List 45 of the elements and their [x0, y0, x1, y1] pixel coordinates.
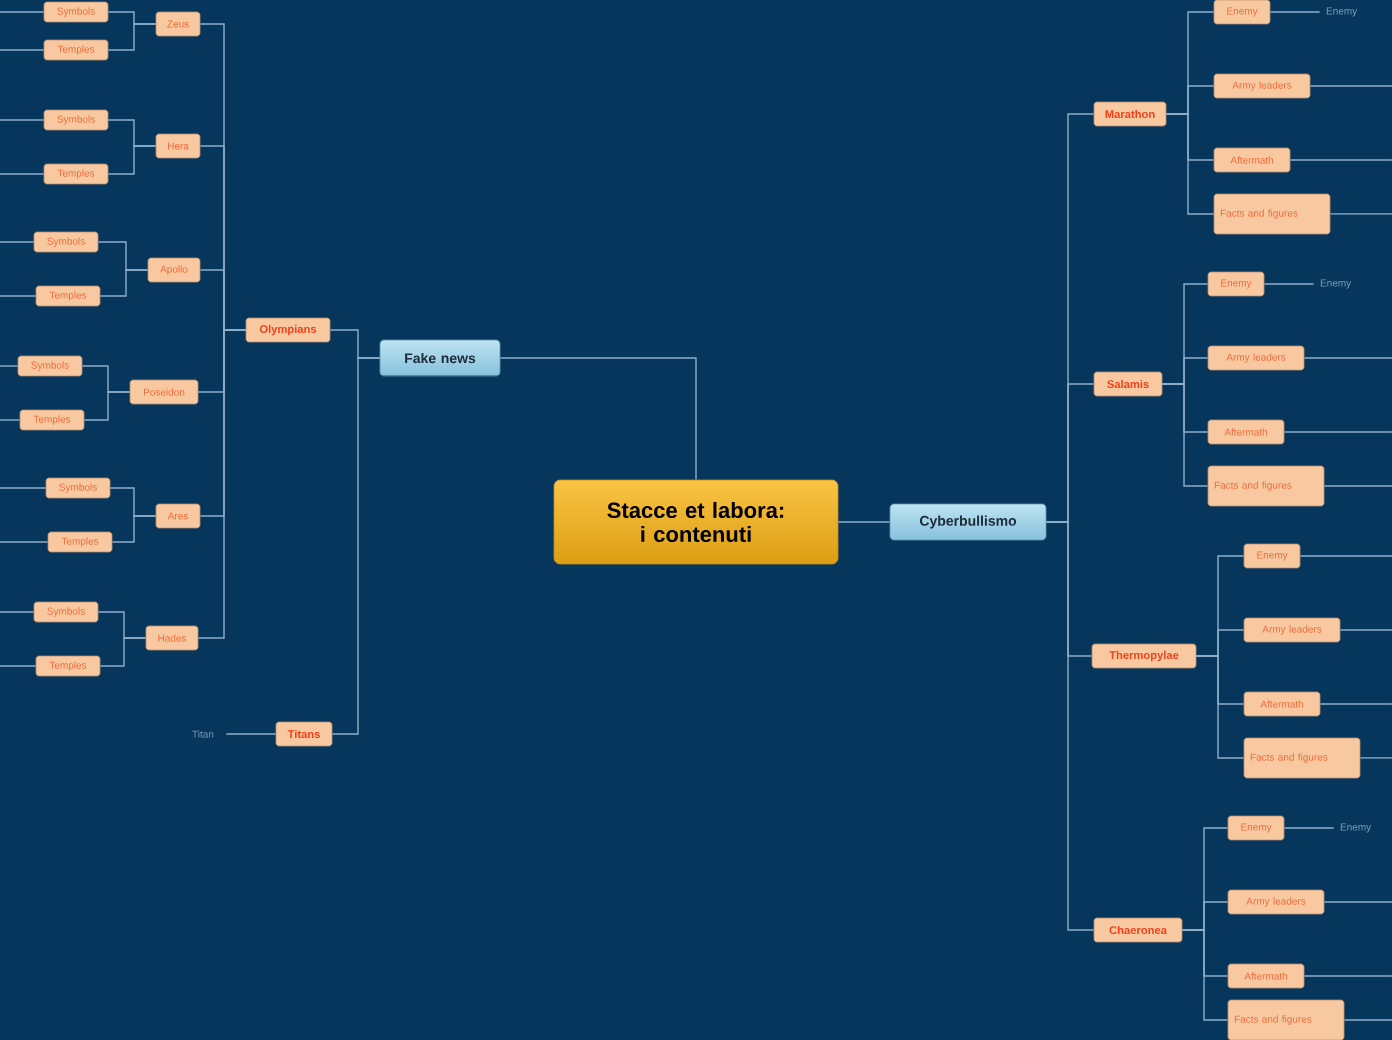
- connector-line: [1195, 655, 1245, 759]
- connector-line: [1343, 1019, 1392, 1021]
- connector-line: [1299, 555, 1392, 557]
- connector-line: [1283, 431, 1392, 433]
- connector-line: [1303, 357, 1392, 359]
- connector-line: [0, 119, 45, 121]
- connector-line: [1323, 901, 1392, 903]
- connector-line: [1339, 629, 1392, 631]
- connector-line: [0, 49, 45, 51]
- connector-line: [331, 357, 381, 735]
- connector-line: [0, 611, 35, 613]
- connector-line: [0, 419, 21, 421]
- connector-line: [1283, 827, 1335, 829]
- connector-line: [1319, 703, 1392, 705]
- connector-line: [0, 487, 47, 489]
- connector-line: [0, 173, 45, 175]
- connector-line: [0, 295, 37, 297]
- connector-line: [1303, 975, 1392, 977]
- connector-line: [1181, 929, 1229, 1021]
- connector-line: [99, 637, 147, 667]
- connector-line: [1323, 485, 1392, 487]
- connector-line: [1309, 85, 1392, 87]
- connector-line: [0, 665, 37, 667]
- connector-line: [1269, 11, 1321, 13]
- connector-line: [107, 23, 157, 51]
- connector-line: [1329, 213, 1392, 215]
- connector-line: [1165, 113, 1215, 215]
- connector-line: [0, 541, 49, 543]
- connector-line: [0, 11, 45, 13]
- connector-line: [99, 269, 149, 297]
- connector-line: [225, 733, 277, 735]
- connector-line: [0, 365, 19, 367]
- connector-line: [1263, 283, 1315, 285]
- connector-line: [1289, 159, 1392, 161]
- connector-line: [1359, 757, 1392, 759]
- connector-line: [837, 521, 891, 523]
- connector-line: [1161, 383, 1209, 487]
- connector-line: [197, 329, 247, 639]
- central-topic-box: Stacce et labora: i contenuti: [553, 479, 839, 565]
- connector-line: [499, 357, 697, 481]
- connector-line: [111, 515, 157, 543]
- connector-line: [1045, 521, 1095, 931]
- connector-line: [107, 145, 157, 175]
- connector-line: [0, 241, 35, 243]
- connector-line: [83, 391, 131, 421]
